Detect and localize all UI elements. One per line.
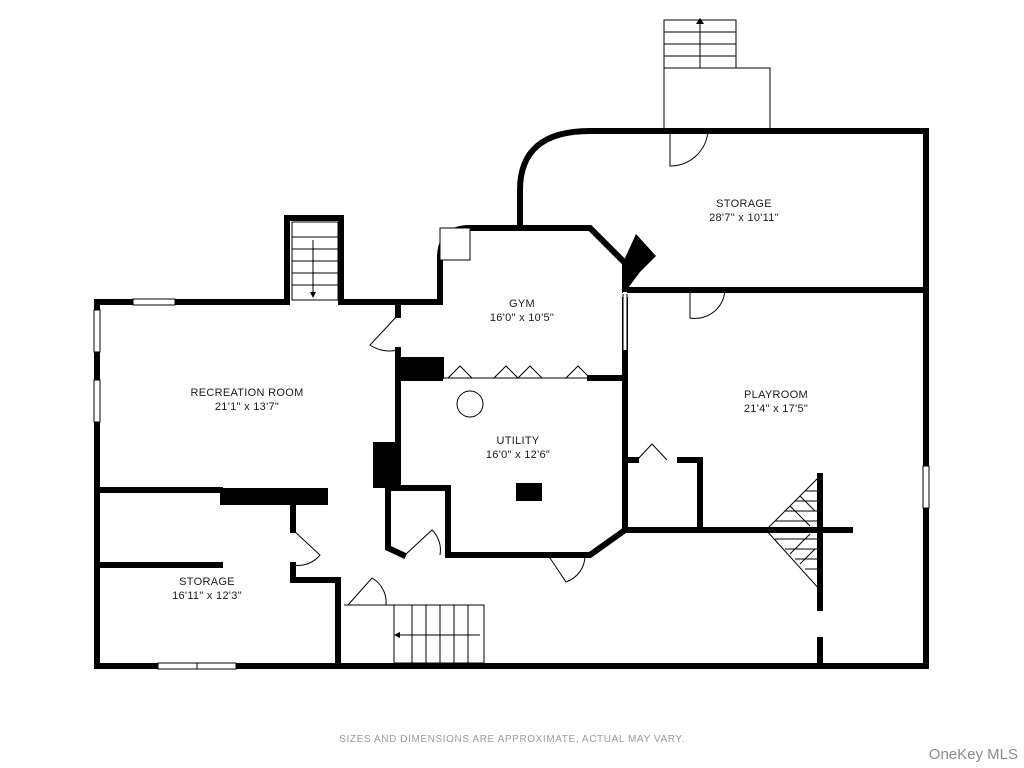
room-dimensions: 16'0" x 10'5" — [490, 312, 554, 324]
room-label-storage-top: STORAGE 28'7" x 10'11" — [709, 198, 779, 224]
room-label-storage-bottom: STORAGE 16'11" x 12'3" — [172, 576, 242, 602]
exterior-stairs — [663, 18, 771, 131]
windows — [93, 227, 930, 670]
room-name: RECREATION ROOM — [190, 387, 303, 399]
stairs — [291, 221, 821, 664]
room-name: STORAGE — [179, 576, 235, 588]
columns — [220, 234, 656, 505]
room-label-gym: GYM 16'0" x 10'5" — [490, 298, 554, 324]
room-dimensions: 21'1" x 13'7" — [215, 401, 279, 413]
room-name: STORAGE — [716, 198, 772, 210]
disclaimer-text: SIZES AND DIMENSIONS ARE APPROXIMATE, AC… — [339, 734, 685, 745]
room-label-playroom: PLAYROOM 21'4" x 17'5" — [744, 389, 808, 415]
room-name: PLAYROOM — [744, 389, 808, 401]
room-dimensions: 28'7" x 10'11" — [709, 212, 779, 224]
doors — [292, 130, 726, 606]
room-name: UTILITY — [496, 435, 539, 447]
room-name: GYM — [509, 298, 535, 310]
room-dimensions: 21'4" x 17'5" — [744, 403, 808, 415]
watermark-text: OneKey MLS — [928, 746, 1018, 763]
room-label-recreation-room: RECREATION ROOM 21'1" x 13'7" — [190, 387, 303, 413]
water-heater — [456, 390, 484, 418]
room-label-utility: UTILITY 16'0" x 12'6" — [486, 435, 550, 461]
room-dimensions: 16'0" x 12'6" — [486, 449, 550, 461]
room-dimensions: 16'11" x 12'3" — [172, 590, 242, 602]
